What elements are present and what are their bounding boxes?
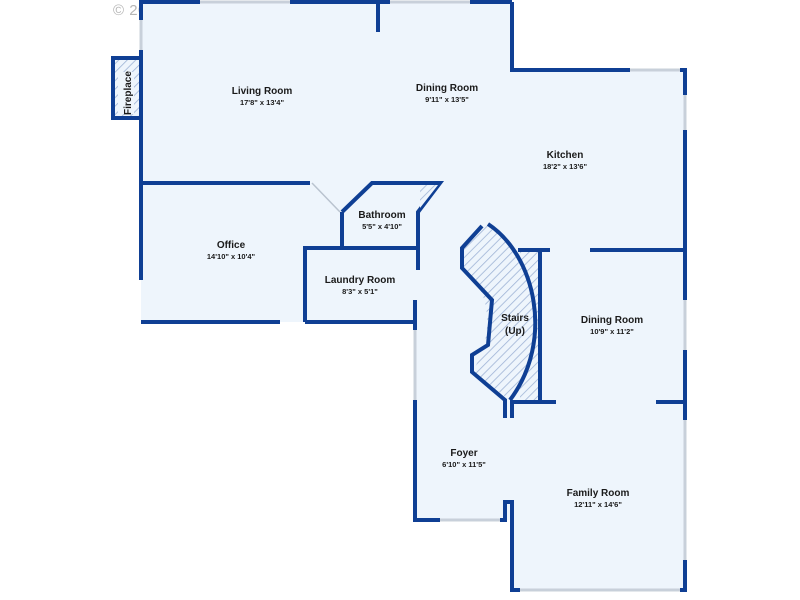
laundry-room-name: Laundry Room xyxy=(325,275,396,286)
office-door-opening xyxy=(311,182,341,213)
fireplace xyxy=(111,56,143,120)
dining-room-right-name: Dining Room xyxy=(581,315,643,326)
laundry-room-dim: 8'3" x 5'1" xyxy=(342,287,378,296)
exterior-walls xyxy=(139,0,687,592)
stairs-name: Stairs xyxy=(501,313,529,324)
family-room-name: Family Room xyxy=(567,488,630,499)
stairs-direction: (Up) xyxy=(505,326,525,337)
dining-room-right-dim: 10'9" x 11'2" xyxy=(590,327,634,336)
kitchen-dim: 18'2" x 13'6" xyxy=(543,162,587,171)
office-name: Office xyxy=(217,240,246,251)
dining-room-top-dim: 9'11" x 13'5" xyxy=(425,95,469,104)
foyer-name: Foyer xyxy=(450,448,477,459)
living-room-dim: 17'8" x 13'4" xyxy=(240,98,284,107)
family-room-dim: 12'11" x 14'6" xyxy=(574,500,622,509)
stairs xyxy=(460,222,556,418)
bathroom-dim: 5'5" x 4'10" xyxy=(362,222,402,231)
bathroom-name: Bathroom xyxy=(358,210,405,221)
foyer-dim: 6'10" x 11'5" xyxy=(442,460,486,469)
closet-hatch xyxy=(420,185,438,208)
floor-area xyxy=(141,2,685,590)
dining-room-top-name: Dining Room xyxy=(416,83,478,94)
kitchen-name: Kitchen xyxy=(547,150,584,161)
fireplace-label: Fireplace xyxy=(123,71,134,115)
living-room-name: Living Room xyxy=(232,86,293,97)
interior-walls xyxy=(141,2,685,404)
office-dim: 14'10" x 10'4" xyxy=(207,252,256,261)
